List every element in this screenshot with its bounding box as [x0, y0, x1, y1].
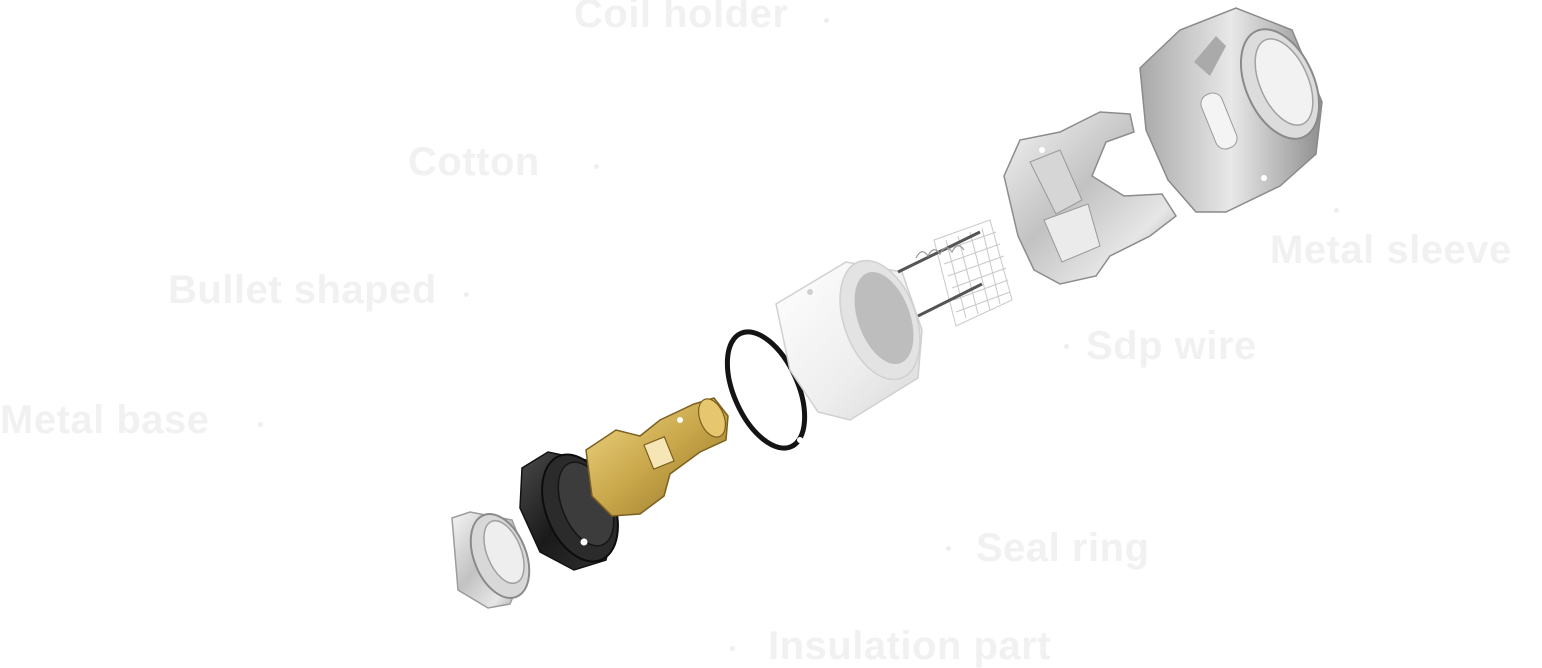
label-metal-base: Metal base	[0, 398, 210, 442]
label-cotton: Cotton	[408, 140, 540, 184]
sdp-wire-part	[897, 219, 1013, 327]
label-bullet-shaped: Bullet shaped	[168, 268, 437, 312]
label-insulation-part: Insulation part	[768, 624, 1052, 668]
metal-sleeve-part	[1139, 7, 1323, 213]
leader-dot-cotton	[594, 164, 599, 169]
label-coil-holder: Coil holder	[574, 0, 789, 36]
coil-holder-part	[585, 397, 729, 517]
label-sdp-wire: Sdp wire	[1086, 324, 1257, 368]
leader-dot-seal-ring	[946, 546, 951, 551]
leader-dot-insulation-part	[730, 646, 735, 651]
insulation-part	[775, 259, 923, 421]
leader-dot-metal-base	[258, 422, 263, 427]
cotton-cage-part	[1003, 111, 1178, 285]
leader-dot-bullet-shaped	[464, 292, 469, 297]
leader-dot-metal-sleeve	[1334, 208, 1339, 213]
metal-base-part	[451, 511, 531, 609]
leader-dot-coil-holder	[824, 18, 829, 23]
label-metal-sleeve: Metal sleeve	[1270, 228, 1512, 272]
label-seal-ring: Seal ring	[976, 526, 1150, 570]
leader-dot-sdp-wire	[1064, 344, 1069, 349]
